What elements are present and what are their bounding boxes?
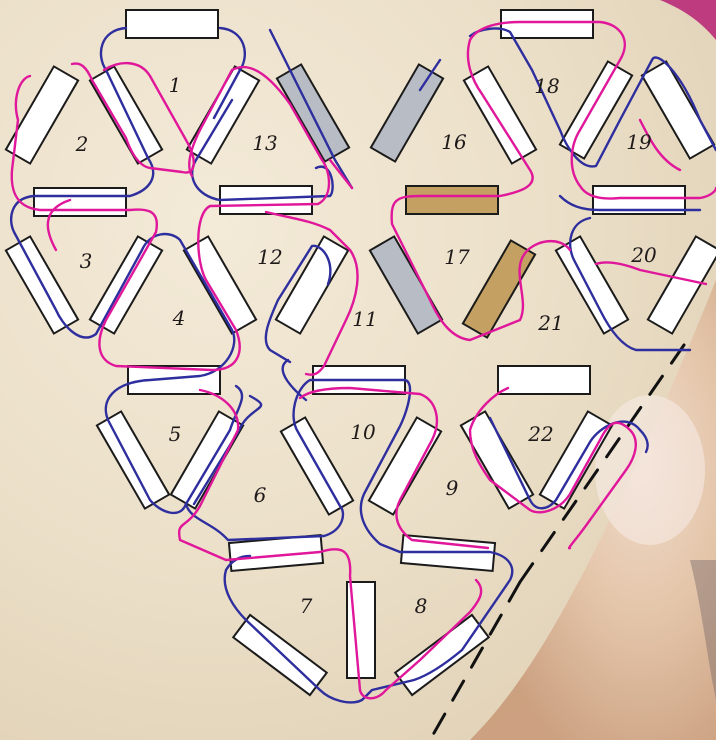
triangle-label-6: 6 <box>254 483 267 507</box>
triangle-label-17: 17 <box>444 245 470 269</box>
triangle-label-1: 1 <box>169 73 182 97</box>
bead-gold <box>406 186 498 214</box>
triangle-label-22: 22 <box>527 422 553 446</box>
photo-highlight <box>595 395 705 545</box>
triangle-label-20: 20 <box>630 243 657 267</box>
triangle-label-2: 2 <box>75 132 89 156</box>
triangle-label-13: 13 <box>252 131 277 155</box>
triangle-label-12: 12 <box>257 245 282 269</box>
triangle-label-7: 7 <box>300 594 313 618</box>
bead <box>501 10 593 38</box>
bead <box>126 10 218 38</box>
triangle-label-5: 5 <box>169 422 182 446</box>
triangle-label-3: 3 <box>80 249 93 273</box>
triangle-label-18: 18 <box>534 74 559 98</box>
bead <box>498 366 590 394</box>
bead <box>34 188 126 216</box>
triangle-label-4: 4 <box>172 306 186 330</box>
triangle-label-10: 10 <box>350 420 376 444</box>
triangle-label-8: 8 <box>415 594 428 618</box>
triangle-label-21: 21 <box>537 311 563 335</box>
triangle-label-19: 19 <box>626 130 652 154</box>
triangle-label-11: 11 <box>352 307 377 331</box>
triangle-label-9: 9 <box>446 476 459 500</box>
triangle-label-16: 16 <box>441 130 467 154</box>
